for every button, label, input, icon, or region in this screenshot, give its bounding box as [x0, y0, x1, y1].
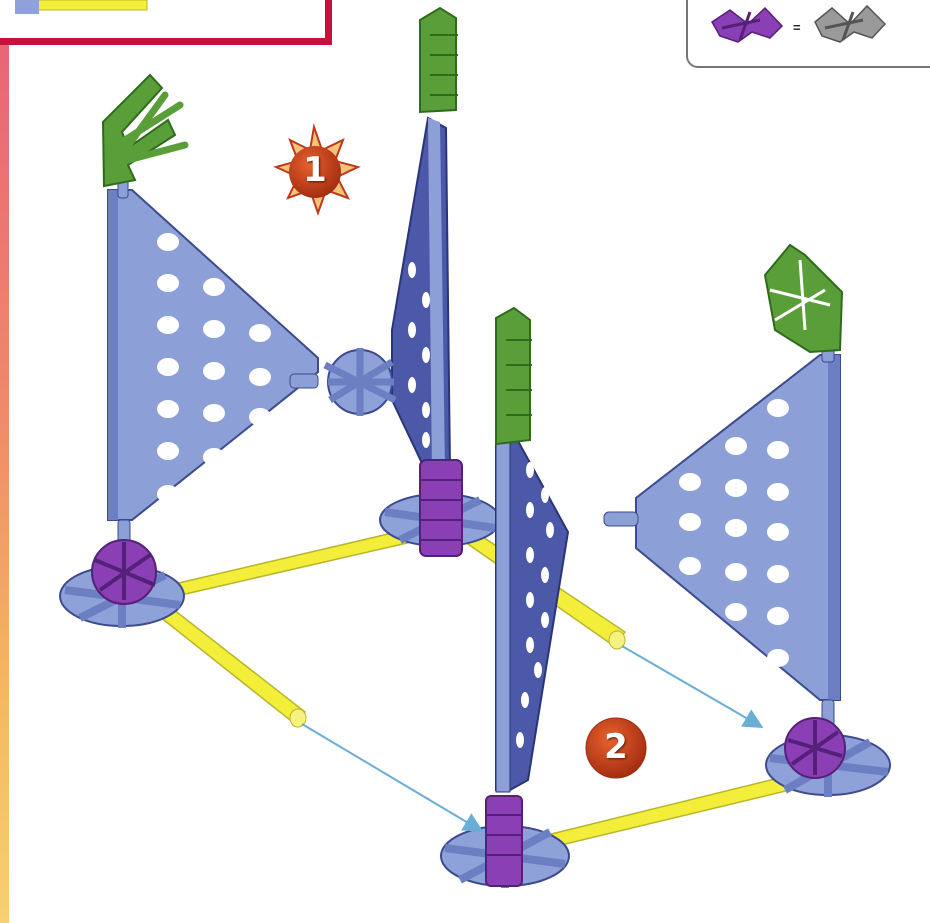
rod-left-back	[168, 527, 420, 598]
panel-front-upright	[496, 430, 568, 792]
panel-right	[604, 340, 840, 730]
step-2-number: 2	[596, 727, 636, 767]
green-connector-right	[765, 245, 842, 352]
hub-front	[441, 796, 569, 888]
step-1-number: 1	[295, 150, 335, 190]
panel-left	[108, 176, 318, 550]
rod-right-front	[532, 776, 790, 852]
purple-connector-icon	[712, 8, 782, 42]
legend-equals-sign: =	[793, 20, 801, 35]
hub-right	[766, 718, 890, 797]
green-connector-back	[420, 8, 458, 112]
green-connector-left	[103, 75, 185, 186]
arrow-right-rod-to-right-hub	[622, 646, 760, 726]
panel-back-upright	[392, 118, 450, 480]
arrow-left-rod-to-front-hub	[302, 724, 480, 830]
green-connector-front	[496, 308, 532, 444]
gray-connector-icon	[815, 6, 885, 42]
hub-left	[60, 540, 184, 628]
